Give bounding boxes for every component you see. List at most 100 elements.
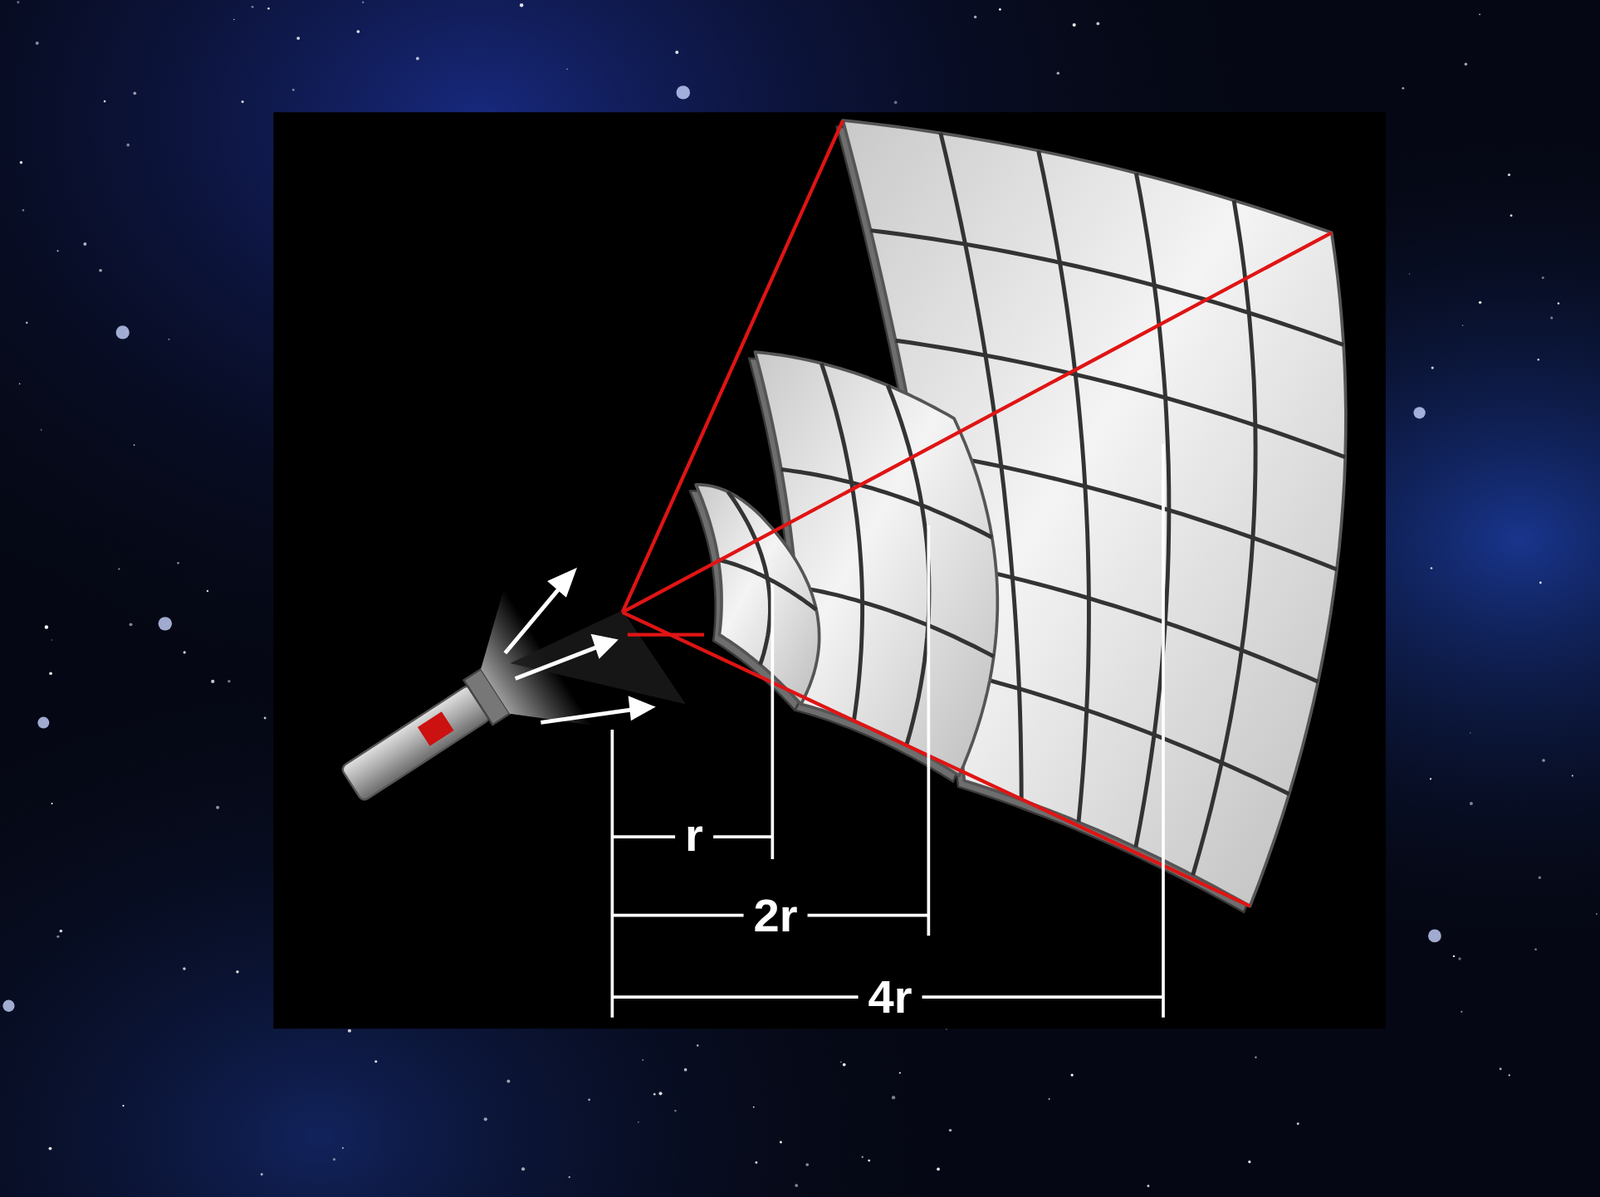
dimension-label: r <box>675 810 714 861</box>
star <box>1453 955 1455 958</box>
star <box>696 1044 699 1047</box>
star <box>899 1071 901 1074</box>
star <box>1508 1074 1511 1077</box>
star <box>98 269 103 273</box>
star <box>949 1129 952 1132</box>
grid-line <box>870 230 1344 346</box>
star <box>1429 777 1432 780</box>
star <box>48 671 53 676</box>
star <box>374 1060 377 1063</box>
grid-line <box>796 587 994 657</box>
star <box>894 100 898 104</box>
star <box>133 444 136 446</box>
star <box>19 382 21 385</box>
star <box>1464 63 1468 66</box>
grid-line <box>887 385 930 745</box>
star <box>1254 1056 1257 1059</box>
star <box>998 8 1002 11</box>
star <box>332 1158 336 1161</box>
star <box>59 929 64 934</box>
star <box>1413 406 1425 419</box>
star <box>347 1029 352 1033</box>
star <box>415 56 420 60</box>
star <box>973 15 977 19</box>
star <box>1478 301 1482 304</box>
star <box>684 1068 688 1072</box>
star <box>637 1121 639 1123</box>
star <box>676 85 690 99</box>
star <box>176 562 179 564</box>
star <box>891 1096 896 1100</box>
star <box>40 429 43 431</box>
star <box>1469 732 1471 734</box>
star <box>861 1156 863 1159</box>
star <box>264 716 267 720</box>
star <box>103 100 107 103</box>
star <box>1537 358 1540 361</box>
star <box>1550 316 1553 319</box>
grid-line <box>951 670 1289 795</box>
star <box>945 1028 947 1030</box>
star <box>1478 13 1481 15</box>
star <box>235 970 239 974</box>
star <box>568 1176 571 1179</box>
dimension-label: 2r <box>743 890 808 941</box>
star <box>233 19 235 20</box>
star <box>1296 1122 1300 1126</box>
star <box>116 325 130 339</box>
grid-line <box>718 559 817 610</box>
star <box>674 1110 676 1112</box>
star <box>1539 582 1542 585</box>
star <box>1469 802 1473 806</box>
star <box>1146 1184 1150 1188</box>
star <box>122 1105 124 1107</box>
flashlight-switch <box>417 711 455 746</box>
star <box>362 0 364 3</box>
star <box>1462 324 1463 326</box>
star <box>251 5 255 9</box>
star <box>658 1091 662 1096</box>
star <box>126 143 130 147</box>
star <box>1458 957 1461 960</box>
dimension-label: 4r <box>858 972 923 1023</box>
star <box>210 680 215 684</box>
star <box>19 161 23 164</box>
star <box>521 1167 525 1171</box>
star <box>1571 775 1574 778</box>
star <box>44 625 49 629</box>
star <box>1541 276 1545 279</box>
star <box>566 68 568 69</box>
star <box>215 806 220 810</box>
star <box>267 7 270 10</box>
star <box>1507 173 1511 177</box>
star <box>51 802 54 805</box>
star <box>22 209 25 211</box>
star <box>754 1161 758 1165</box>
star <box>506 1080 510 1084</box>
grid-line <box>781 469 993 538</box>
flashlight-body <box>340 684 491 803</box>
star <box>2 1000 15 1013</box>
star <box>1409 273 1410 275</box>
ray-lines <box>622 120 1332 907</box>
star <box>56 935 59 939</box>
star <box>1538 876 1542 880</box>
star <box>227 680 230 683</box>
star <box>260 1173 264 1176</box>
star <box>133 92 138 96</box>
star <box>183 650 186 654</box>
star <box>675 50 679 54</box>
star <box>292 88 295 92</box>
star <box>794 1184 798 1188</box>
star <box>1048 1098 1051 1101</box>
star <box>1401 87 1405 90</box>
star <box>35 41 40 45</box>
star <box>1071 1073 1074 1077</box>
star <box>182 967 186 970</box>
